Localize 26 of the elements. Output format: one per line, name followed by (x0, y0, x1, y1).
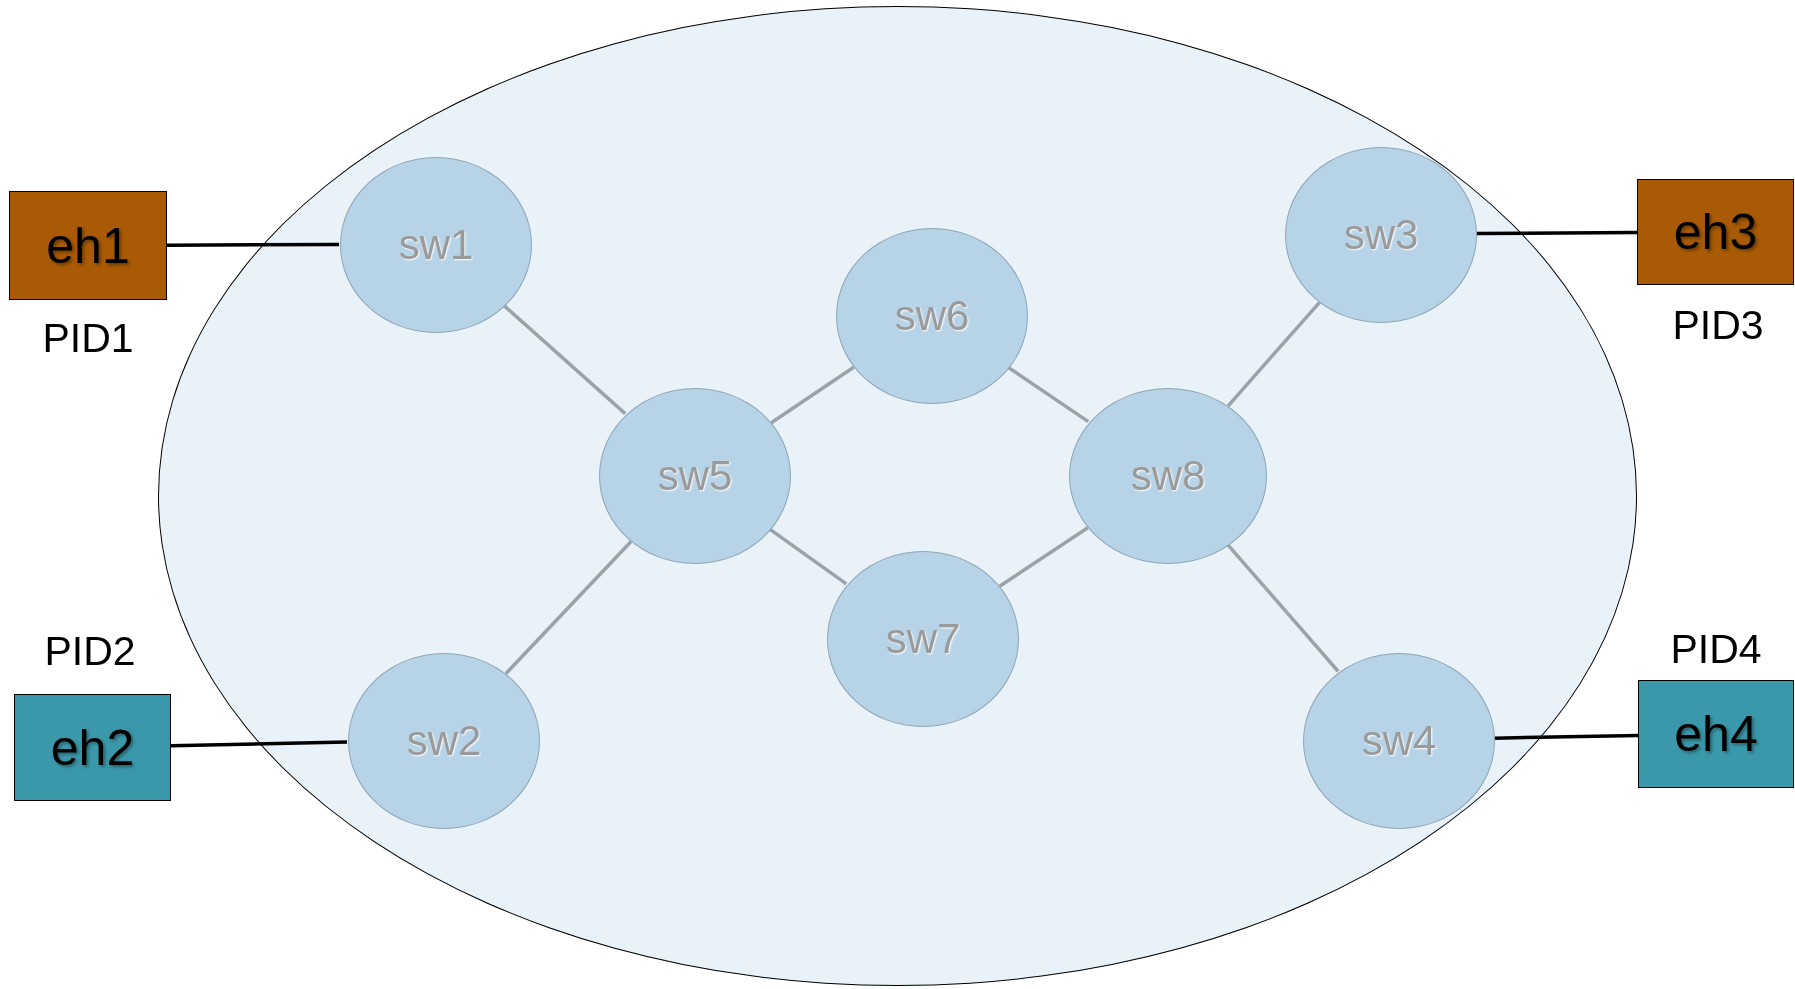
host-box: eh1 (9, 191, 167, 300)
link-line (1493, 733, 1639, 740)
link-line (1226, 301, 1321, 407)
link-line (1007, 365, 1090, 424)
host-box: eh2 (14, 694, 171, 801)
switch-node: sw5 (599, 388, 791, 564)
host-box: eh4 (1638, 680, 1794, 788)
switch-node: sw2 (348, 653, 540, 829)
switch-node: sw7 (827, 551, 1019, 727)
port-label: PID2 (44, 627, 136, 675)
switch-node: sw1 (340, 157, 532, 333)
switch-node: sw6 (836, 228, 1028, 404)
link-line (504, 540, 633, 675)
link-line (170, 740, 348, 748)
host-box: eh3 (1637, 179, 1794, 285)
switch-node: sw8 (1069, 388, 1267, 564)
switch-node: sw3 (1285, 147, 1477, 323)
link-line (998, 526, 1089, 588)
link-line (1476, 230, 1637, 236)
port-label: PID3 (1672, 301, 1764, 349)
link-line (1226, 543, 1340, 673)
link-line (167, 242, 339, 247)
switch-node: sw4 (1303, 653, 1495, 829)
port-label: PID1 (42, 314, 134, 362)
port-label: PID4 (1670, 625, 1762, 673)
link-line (770, 365, 855, 425)
